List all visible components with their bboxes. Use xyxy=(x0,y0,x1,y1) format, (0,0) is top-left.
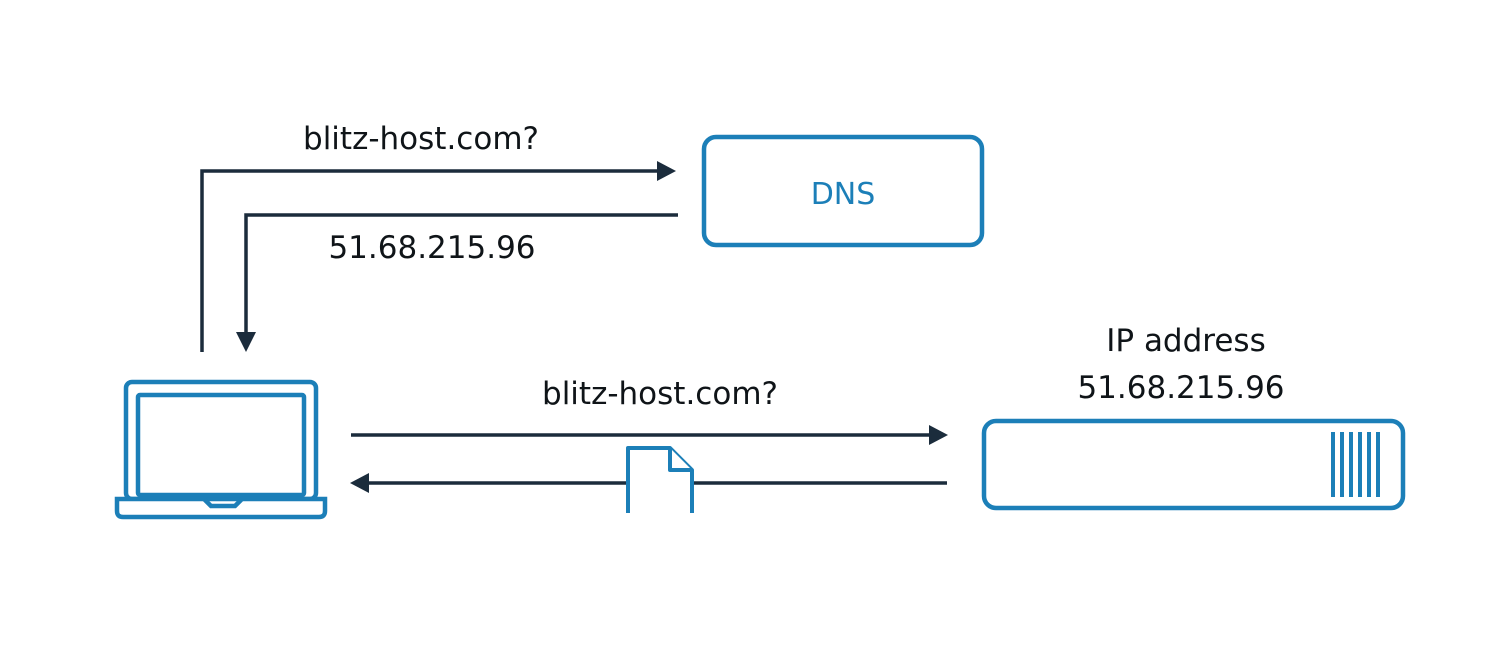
server-vent-lines xyxy=(1331,432,1380,497)
dns-server-box xyxy=(701,134,985,248)
server-icon xyxy=(981,418,1406,511)
dns-response-arrow xyxy=(236,213,678,352)
dns-query-label: blitz-host.com? xyxy=(303,121,539,157)
server-ip-label: 51.68.215.96 xyxy=(1077,370,1284,406)
laptop-icon xyxy=(114,379,328,520)
dns-query-arrow xyxy=(200,161,676,352)
dns-server: DNS xyxy=(701,134,985,248)
dns-response-label: 51.68.215.96 xyxy=(328,230,535,266)
request-arrow xyxy=(351,425,948,445)
server-caption-label: IP address xyxy=(1106,323,1265,359)
web-request-label: blitz-host.com? xyxy=(542,376,778,412)
document-icon xyxy=(626,446,694,513)
dns-server-label: DNS xyxy=(811,177,876,212)
